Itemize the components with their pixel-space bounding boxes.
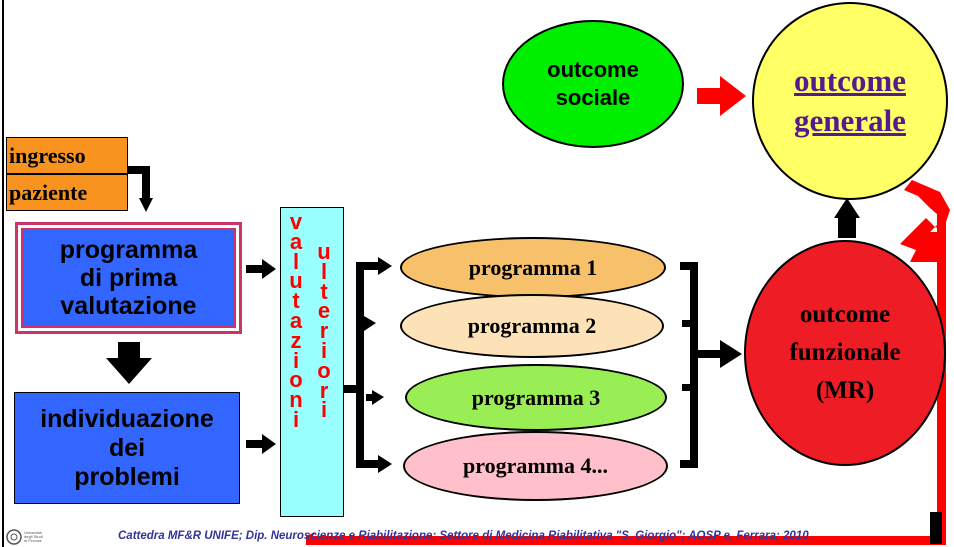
valutazioni-letter: a xyxy=(289,307,303,333)
ingresso-paziente-node: ingresso paziente xyxy=(6,137,128,211)
university-logo-text: Università degli Studi di Ferrara xyxy=(24,530,43,543)
ulteriori-letter: r xyxy=(319,318,329,344)
outcome-sociale-node: outcome sociale xyxy=(502,20,684,148)
ulteriori-letter: o xyxy=(317,357,331,383)
corner-block xyxy=(930,512,942,544)
valutazioni-letter: n xyxy=(289,387,303,413)
outcome-funzionale-node: outcome funzionale (MR) xyxy=(744,240,946,466)
ingresso-elbow-arrow xyxy=(128,166,153,212)
ulteriori-letter: i xyxy=(320,397,328,423)
programma-1-node: programma 1 xyxy=(400,237,666,298)
valutazioni-letter: a xyxy=(289,228,303,254)
programma-4-node: programma 4... xyxy=(403,431,668,501)
arrow-prima-to-individuazione xyxy=(106,342,152,384)
outcome-generale-link-2[interactable]: generale xyxy=(794,103,906,138)
valutazioni-letter: o xyxy=(289,367,303,393)
ulteriori-letter: e xyxy=(317,298,331,324)
ingresso-box: ingresso xyxy=(6,137,128,174)
left-bracket xyxy=(344,257,392,473)
individuazione-problemi-node: individuazione dei problemi xyxy=(14,392,240,504)
ulteriori-letter: r xyxy=(319,377,329,403)
valutazioni-letter: z xyxy=(290,327,302,353)
footer-credit: Cattedra MF&R UNIFE; Dip. Neuroscienze e… xyxy=(118,530,809,542)
programma-3-node: programma 3 xyxy=(405,364,667,431)
paziente-box: paziente xyxy=(6,174,128,211)
university-logo: Università degli Studi di Ferrara xyxy=(6,528,46,546)
left-border-line xyxy=(2,0,4,547)
outcome-generale-node: outcome generale xyxy=(752,2,948,200)
arrow-funzionale-to-generale xyxy=(834,198,860,238)
ulteriori-letter: t xyxy=(320,278,328,304)
arrow-prima-to-valutazioni xyxy=(246,259,276,279)
right-bracket xyxy=(680,262,742,468)
valutazioni-letter: u xyxy=(289,268,303,294)
programma-prima-valutazione-frame: programma di prima valutazione xyxy=(15,222,242,334)
ulteriori-letter: i xyxy=(320,337,328,363)
ulteriori-letter: u xyxy=(317,239,331,264)
valutazioni-letter: l xyxy=(292,248,300,274)
arrow-individuazione-to-valutazioni xyxy=(246,434,276,454)
valutazioni-letter: i xyxy=(292,406,300,432)
valutazioni-letter: v xyxy=(289,209,303,234)
outcome-generale-link-1[interactable]: outcome xyxy=(794,63,906,98)
valutazioni-letter: t xyxy=(292,288,300,314)
programma-prima-valutazione-node: programma di prima valutazione xyxy=(21,228,236,328)
red-arrow-sociale-to-generale xyxy=(697,76,746,116)
ulteriori-letter: l xyxy=(320,258,328,284)
programma-2-node: programma 2 xyxy=(400,294,664,358)
valutazioni-letter: i xyxy=(292,347,300,373)
university-seal-icon xyxy=(6,529,22,545)
